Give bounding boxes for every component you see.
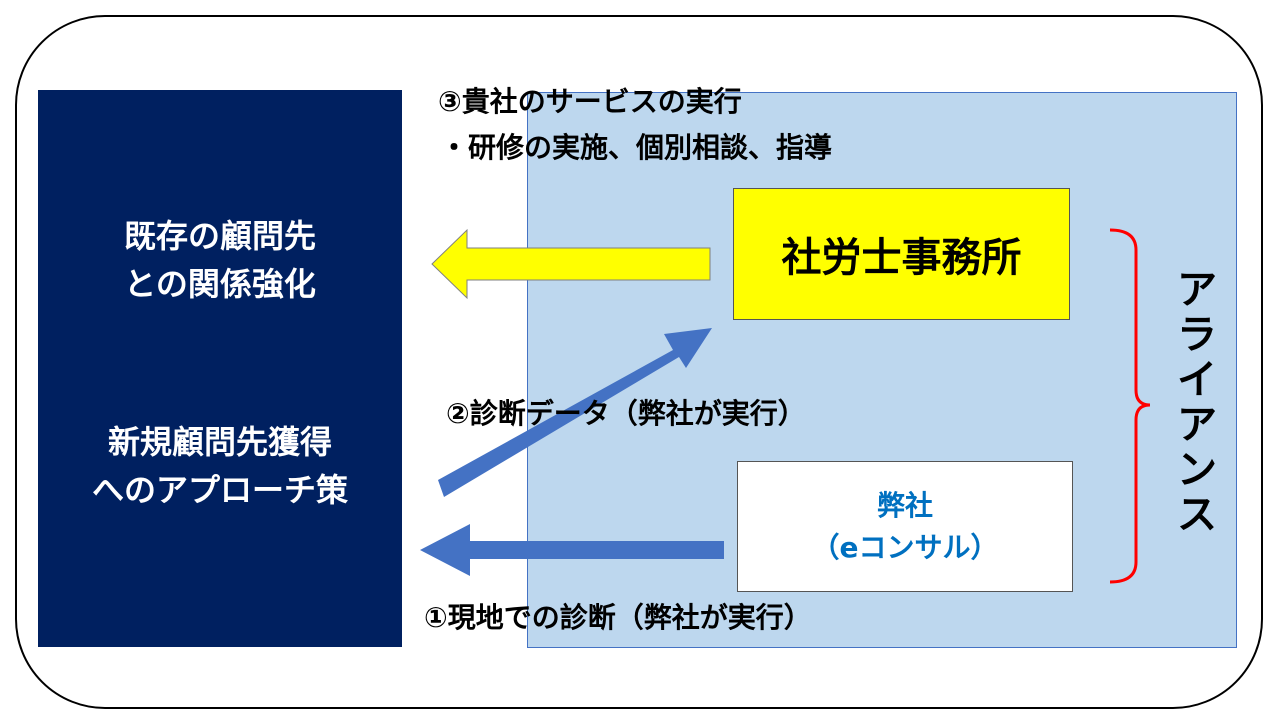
step3-title: ③貴社のサービスの実行 — [438, 85, 742, 118]
step3-detail: ・研修の実施、個別相談、指導 — [440, 131, 833, 164]
text-line: 新規顧問先獲得 — [107, 423, 332, 461]
step2-label: ②診断データ（弊社が実行） — [446, 397, 806, 430]
outer-frame — [15, 15, 1263, 709]
step1-label: ①現地での診断（弊社が実行） — [424, 601, 812, 634]
blue-arrow-diagonal — [438, 328, 712, 497]
text-line: へのアプローチ策 — [91, 471, 348, 509]
client-panel — [38, 90, 402, 647]
char: ラ — [1177, 312, 1217, 358]
sharoushi-label: 社労士事務所 — [781, 235, 1022, 281]
char: ス — [1177, 492, 1217, 538]
new-clients-text: 新規顧問先獲得 へのアプローチ策 — [38, 418, 402, 514]
company-sublabel: （eコンサル） — [811, 530, 999, 564]
text-line: との関係強化 — [124, 265, 316, 303]
blue-arrow-left — [420, 524, 724, 576]
char: ン — [1177, 447, 1217, 493]
char: イ — [1177, 357, 1217, 403]
company-box: 弊社 （eコンサル） — [737, 461, 1073, 592]
char: ア — [1177, 402, 1217, 448]
company-label: 弊社 — [876, 488, 933, 522]
yellow-arrow-left — [431, 228, 711, 300]
alliance-label: ア ラ イ ア ン ス — [1172, 268, 1222, 538]
char: ア — [1177, 267, 1217, 313]
text-line: 既存の顧問先 — [123, 217, 316, 255]
alliance-brace — [1109, 228, 1151, 584]
existing-clients-text: 既存の顧問先 との関係強化 — [38, 212, 402, 308]
sharoushi-office-box: 社労士事務所 — [733, 188, 1070, 320]
